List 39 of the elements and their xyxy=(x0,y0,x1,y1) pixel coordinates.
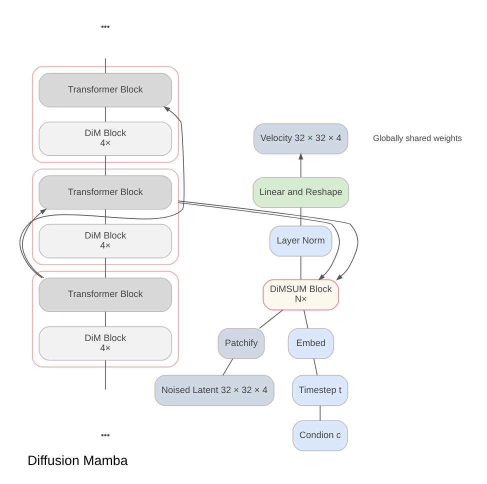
connector xyxy=(222,358,233,376)
connector xyxy=(303,309,308,328)
connector xyxy=(104,359,106,390)
node-box: Patchify xyxy=(217,327,264,358)
connector xyxy=(104,154,106,176)
connector xyxy=(300,206,301,226)
arrow xyxy=(21,208,46,278)
node-box: DiM Block 4× xyxy=(38,326,172,360)
node-box: DiM Block 4× xyxy=(38,121,172,156)
node-box: Embed xyxy=(287,327,334,358)
arrow xyxy=(19,106,184,278)
label: Globally shared weights xyxy=(372,132,462,142)
connector xyxy=(104,106,106,122)
connector xyxy=(104,57,106,73)
connector xyxy=(258,309,283,328)
caption: Diffusion Mamba xyxy=(27,452,128,468)
cluster xyxy=(32,270,178,367)
arrow xyxy=(298,152,303,178)
connector xyxy=(300,255,301,280)
connector xyxy=(312,358,318,376)
node-box: Velocity 32 × 32 × 4 xyxy=(252,122,348,154)
connector xyxy=(104,257,106,278)
connector xyxy=(104,310,106,326)
node-box: Linear and Reshape xyxy=(252,176,349,208)
connector xyxy=(319,404,320,421)
node-box: DiMSUM Block N× xyxy=(262,278,339,310)
node-box: DiM Block 4× xyxy=(38,223,172,258)
node-box: Transformer Block xyxy=(38,72,172,107)
label: ••• xyxy=(100,21,110,32)
label: ••• xyxy=(100,429,110,440)
node-box: Condion c xyxy=(292,420,348,451)
cluster xyxy=(32,66,178,162)
node-box: Layer Norm xyxy=(268,225,332,256)
node-box: Noised Latent 32 × 32 × 4 xyxy=(154,374,274,406)
node-box: Transformer Block xyxy=(38,277,172,312)
node-box: Transformer Block xyxy=(38,174,172,210)
node-box: Timestep t xyxy=(292,374,348,406)
cluster xyxy=(32,168,178,265)
connector xyxy=(104,208,106,224)
